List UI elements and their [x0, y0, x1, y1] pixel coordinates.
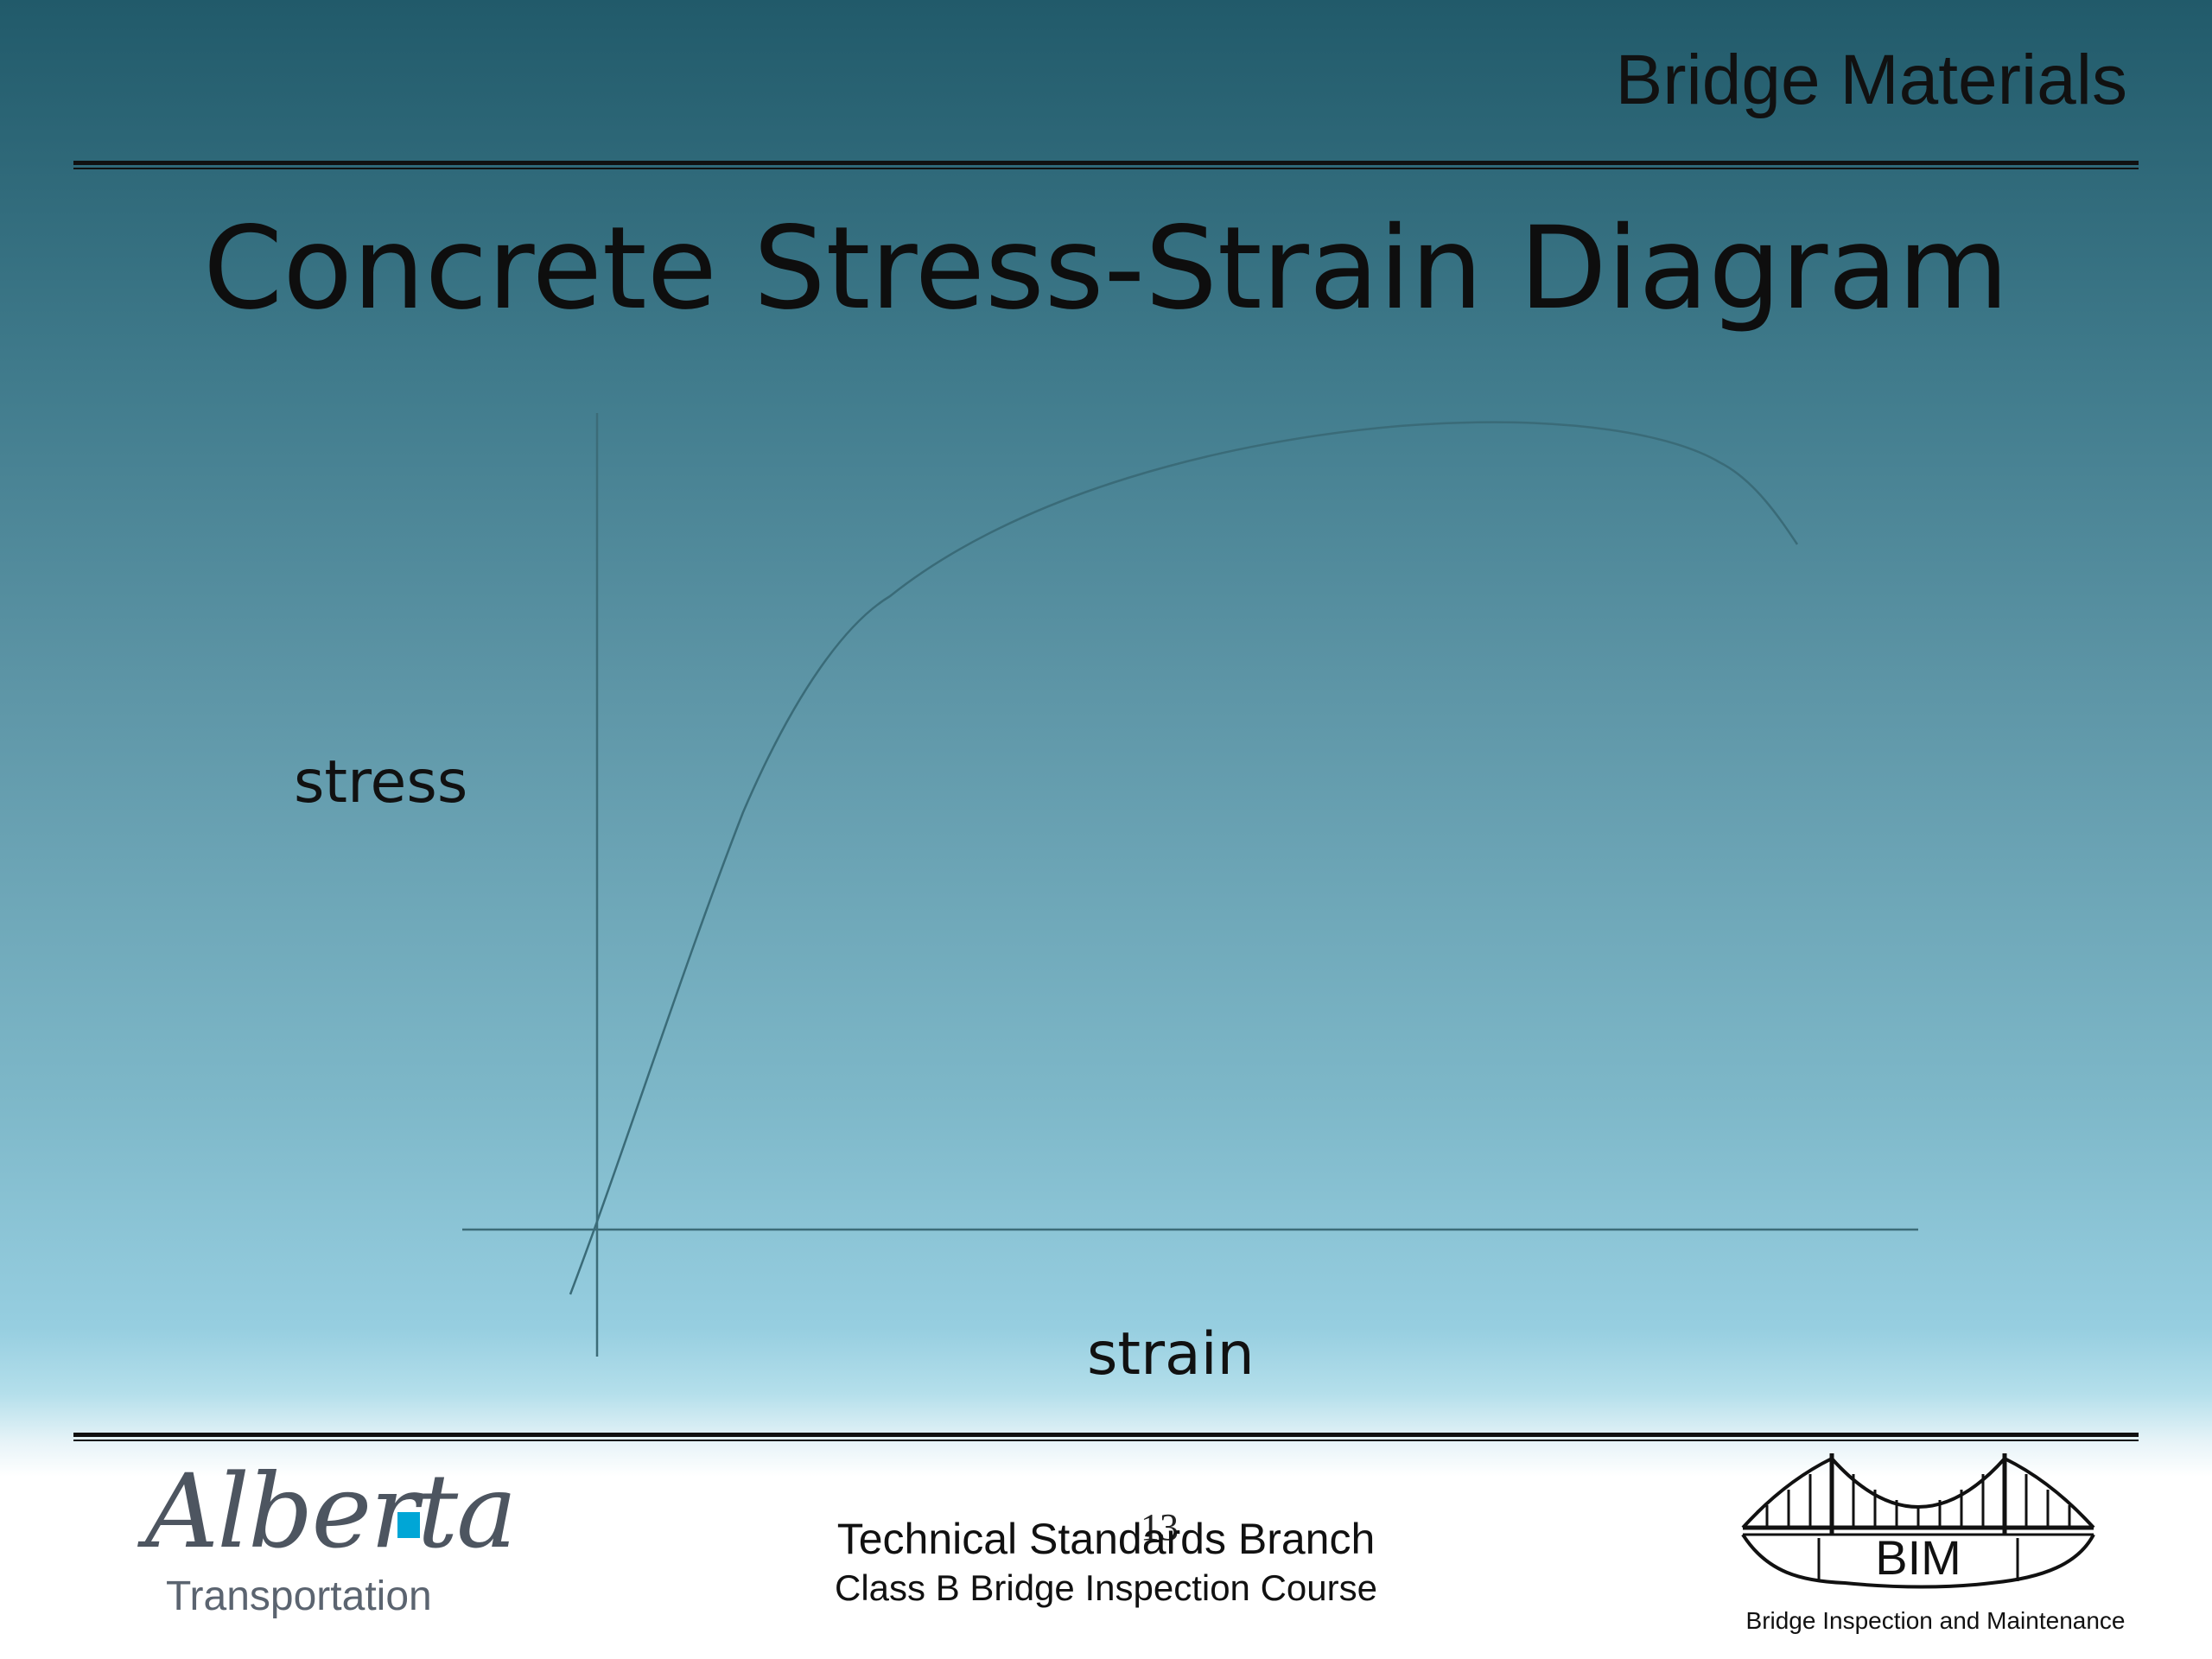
footer-organization: Technical Standards Branch: [836, 1515, 1376, 1563]
alberta-subtitle: Transportation: [166, 1573, 432, 1619]
x-axis-label: strain: [1087, 1320, 1255, 1389]
bim-logo: BIM Bridge Inspection and Maintenance: [1732, 1452, 2139, 1650]
section-title: Bridge Materials: [1615, 41, 2127, 119]
alberta-script: Alberta: [145, 1452, 517, 1571]
y-axis-label: stress: [294, 748, 467, 817]
bim-caption: Bridge Inspection and Maintenance: [1745, 1607, 2126, 1634]
footer-course: Class B Bridge Inspection Course: [835, 1567, 1377, 1608]
alberta-accent-square: [397, 1512, 420, 1538]
bim-text: BIM: [1875, 1530, 1961, 1585]
alberta-transportation-logo: Alberta Transportation: [138, 1452, 517, 1624]
bridge-icon: BIM: [1741, 1453, 2095, 1589]
page-number: 13: [1141, 1506, 1179, 1548]
stress-strain-curve: [569, 421, 1799, 1295]
slide-title: Concrete Stress-Strain Diagram: [203, 202, 2009, 335]
